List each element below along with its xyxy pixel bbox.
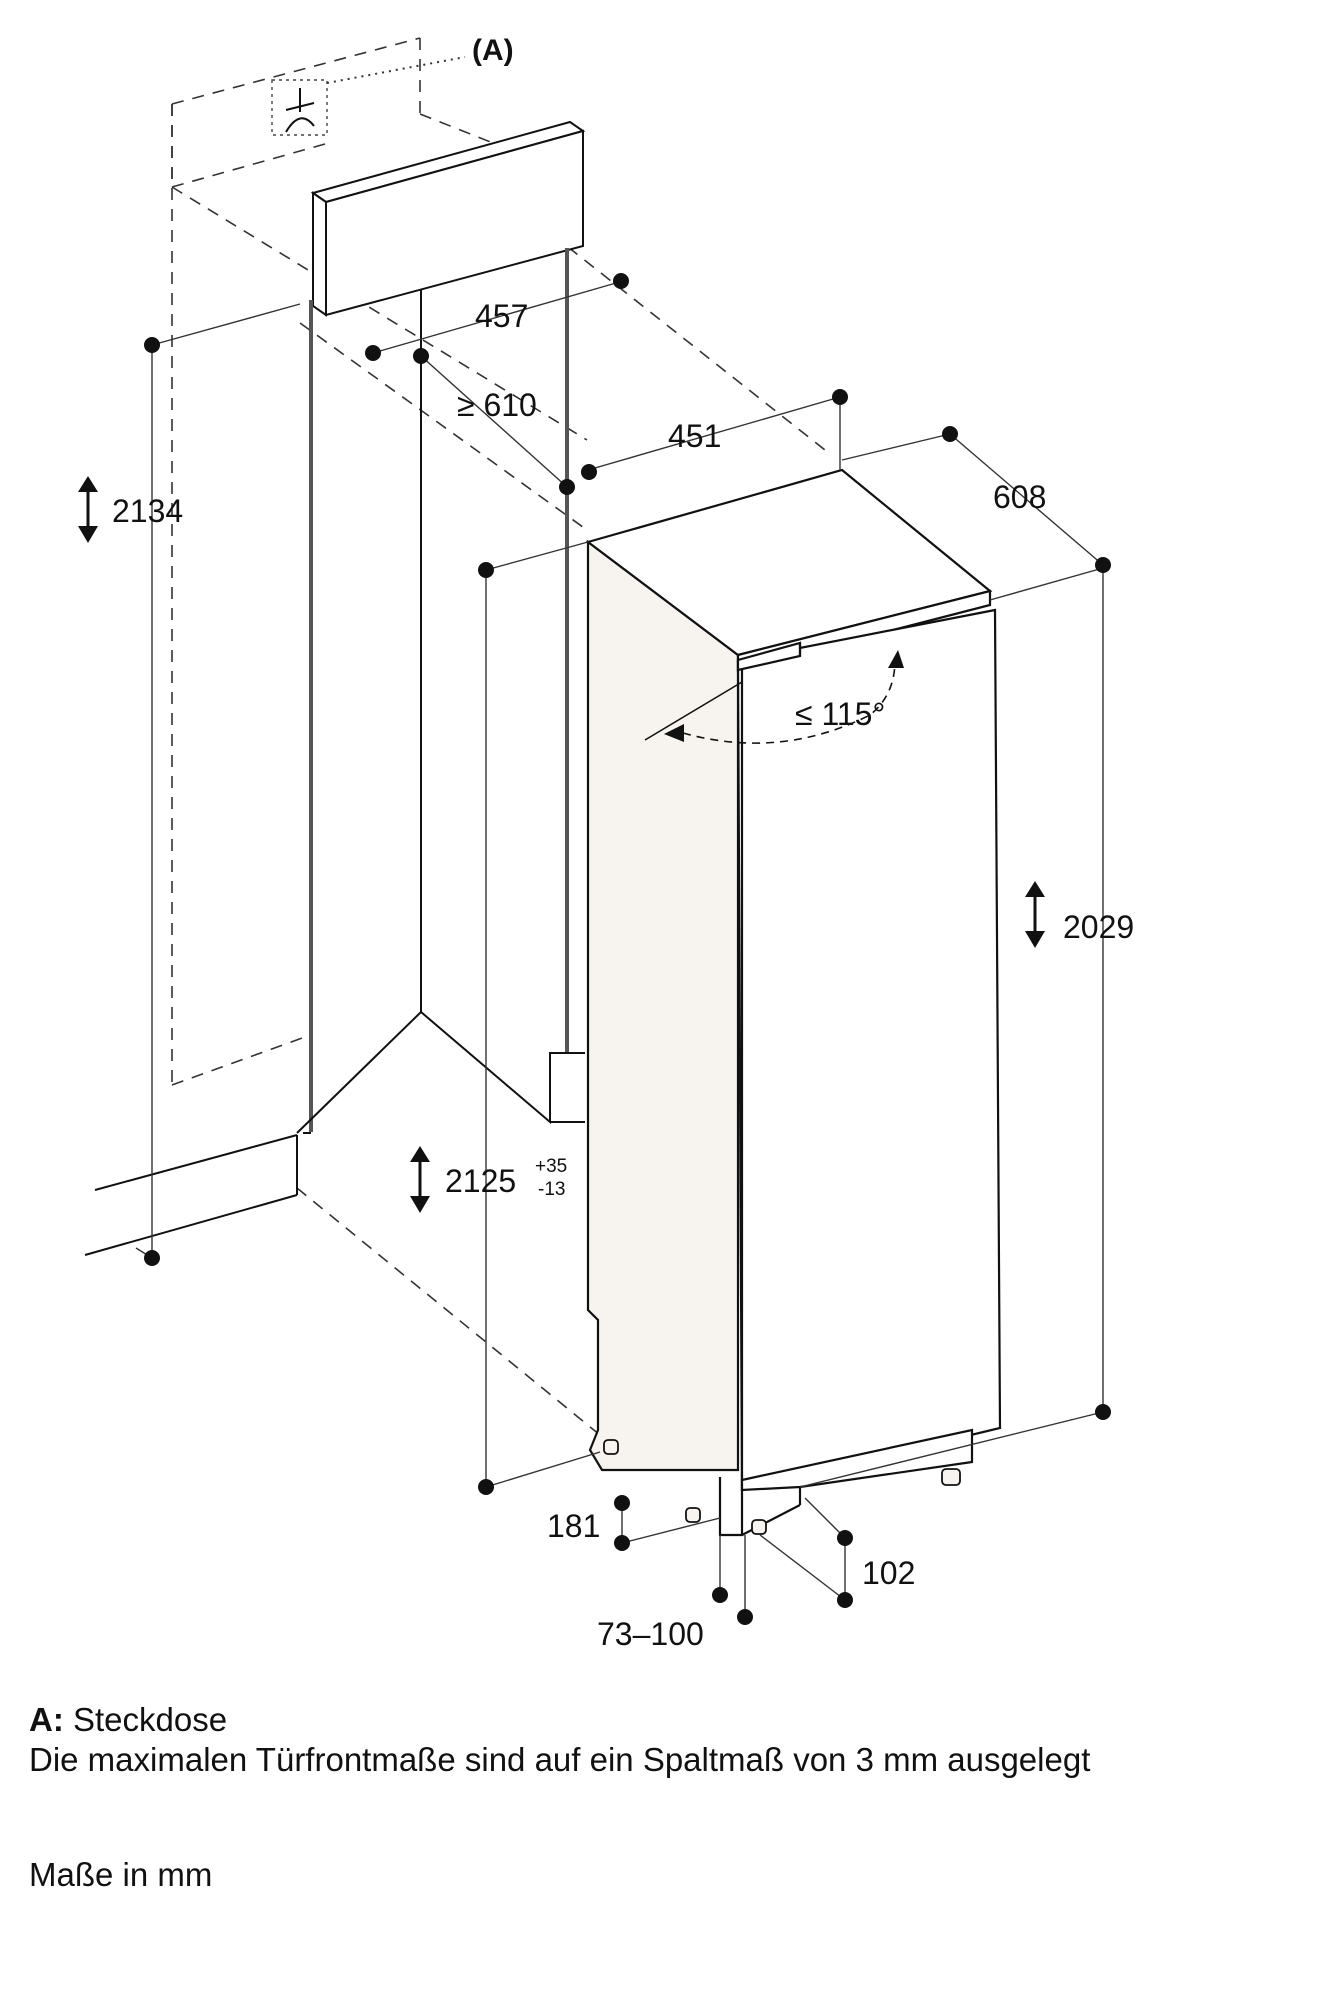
installation-diagram: (A) — [78, 34, 1134, 1652]
dim-install-height-minus: -13 — [538, 1179, 565, 1200]
door-gap-note: Die maximalen Türfrontmaße sind auf ein … — [29, 1741, 1091, 1778]
upper-cabinet — [310, 120, 586, 317]
dim-install-height: 2125 — [445, 1163, 516, 1199]
dimension-lines — [135, 280, 1104, 1617]
appliance-feet — [603, 1439, 961, 1535]
callout-label-a: (A) — [472, 34, 514, 67]
dim-appliance-width: 608 — [993, 479, 1046, 515]
double-arrow-icon-niche — [78, 476, 98, 543]
dim-plinth-offset: 73–100 — [597, 1616, 704, 1652]
appliance-side-panel — [586, 539, 740, 1472]
niche-dashed-outline — [171, 37, 826, 1436]
socket-icon — [271, 79, 328, 136]
niche-walls — [309, 248, 569, 1132]
legend-key: A: — [29, 1701, 64, 1738]
legend-text: Steckdose — [63, 1701, 228, 1738]
dim-appliance-depth: 451 — [668, 418, 721, 454]
appliance-door-front — [736, 608, 1002, 1492]
niche-wall-edges — [84, 290, 585, 1256]
double-arrow-icon-appliance — [1025, 881, 1045, 948]
door-swing-indicator — [644, 650, 904, 744]
callout-leader-line — [326, 56, 466, 84]
double-arrow-icon-install — [410, 1146, 430, 1213]
appliance-body — [585, 468, 1002, 1537]
legend-line: A: Steckdose — [29, 1700, 1289, 1740]
legend-notes: A: Steckdose Die maximalen Türfrontmaße … — [29, 1700, 1289, 1780]
dim-min-depth: ≥ 610 — [457, 387, 537, 423]
dim-niche-height: 2134 — [112, 493, 183, 529]
dim-niche-depth: 457 — [475, 298, 528, 334]
dim-plinth-depth: 102 — [862, 1555, 915, 1591]
dim-appliance-height: 2029 — [1063, 909, 1134, 945]
dim-install-height-plus: +35 — [535, 1156, 567, 1177]
units-note: Maße in mm — [29, 1856, 213, 1893]
dim-door-angle: ≤ 115° — [795, 696, 885, 732]
dim-plinth-height: 181 — [547, 1508, 600, 1544]
dimension-markers — [144, 273, 1111, 1625]
height-arrow-icons — [78, 476, 1045, 1213]
